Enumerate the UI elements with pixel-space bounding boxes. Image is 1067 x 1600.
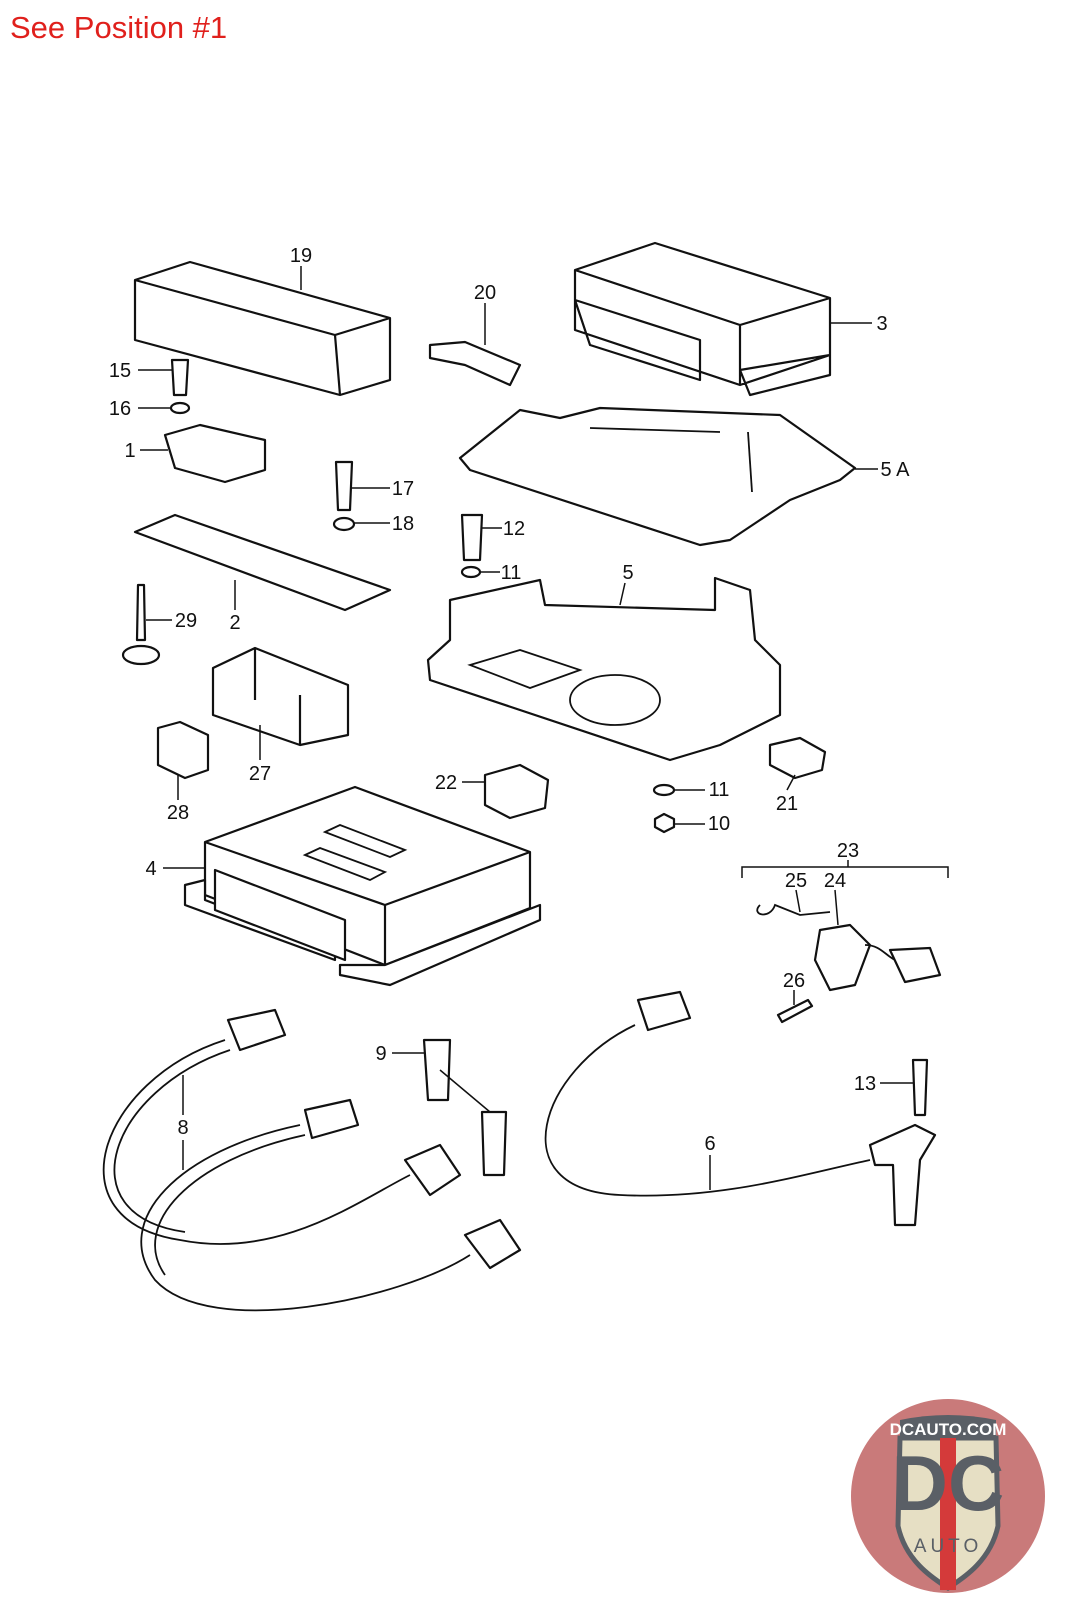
part-9-bolt-a [422, 1038, 452, 1102]
part-5a-plate [458, 406, 857, 547]
callout-11: 11 [501, 562, 522, 584]
callout-4: 4 [145, 858, 156, 880]
part-drawings [102, 241, 949, 1312]
part-15-screw [170, 358, 190, 397]
part-6-connector [636, 990, 692, 1032]
part-13-screw [911, 1058, 929, 1117]
part-1-module [163, 423, 267, 484]
part-29-pin [135, 583, 147, 642]
callout-1: 1 [124, 440, 135, 462]
callout-19: 19 [290, 245, 312, 267]
part-22-sensor [483, 763, 550, 820]
callout-labels: 19 20 3 15 16 1 17 18 5 A 12 11 5 29 2 27 28 22 11 10 21 4 23… [109, 245, 910, 1155]
part-8-connector-a [226, 1008, 287, 1052]
callout-17: 17 [392, 478, 414, 500]
part-25-spring [756, 903, 831, 916]
page-title: See Position #1 [10, 10, 228, 45]
callout-10: 10 [708, 813, 730, 835]
part-6-speed-sensor [868, 1123, 937, 1227]
part-5-bracket [426, 576, 782, 762]
dcauto-logo: DCAUTO.COM DC AUTO [851, 1399, 1045, 1593]
part-11-washer [460, 565, 482, 579]
part-8-knock-sensor-a [403, 1143, 462, 1197]
callout-22: 22 [435, 772, 457, 794]
part-26-screw [776, 998, 814, 1024]
callout-3: 3 [876, 313, 887, 335]
svg-text:DCAUTO.COM: DCAUTO.COM [890, 1420, 1007, 1439]
callout-5: 5 [622, 562, 633, 584]
callout-27: 27 [249, 763, 271, 785]
svg-text:DC: DC [892, 1439, 1005, 1527]
callout-21: 21 [776, 793, 798, 815]
part-20-tube [428, 340, 522, 387]
callout-8: 8 [177, 1117, 188, 1139]
callout-15: 15 [109, 360, 131, 382]
callout-20: 20 [474, 282, 496, 304]
callout-26: 26 [783, 970, 805, 992]
callout-12: 12 [503, 518, 525, 540]
callout-25: 25 [785, 870, 807, 892]
callout-9: 9 [375, 1043, 386, 1065]
callout-28: 28 [167, 802, 189, 824]
part-29-base [121, 644, 161, 666]
part-24-sensor [813, 923, 872, 992]
part-17-screw [334, 460, 354, 512]
callout-2: 2 [229, 612, 240, 634]
callout-6: 6 [704, 1133, 715, 1155]
part-9-bolt-b [480, 1110, 508, 1177]
part-11-washer-lower [652, 783, 676, 797]
part-16-washer [169, 401, 191, 415]
callout-18: 18 [392, 513, 414, 535]
leader-lines [138, 266, 913, 1190]
callout-5a: 5 A [881, 459, 911, 481]
part-12-bolt [460, 513, 484, 562]
callout-23: 23 [837, 840, 859, 862]
part-8-knock-sensor-b [463, 1218, 522, 1270]
part-27-relay-box [211, 646, 350, 747]
part-21-connector [768, 736, 827, 780]
part-3-control-unit [573, 241, 832, 397]
callout-13: 13 [854, 1073, 876, 1095]
part-8-connector-b [303, 1098, 360, 1140]
part-10-nut [653, 812, 676, 834]
part-2-strip [133, 513, 392, 612]
part-18-washer [332, 516, 356, 532]
callout-11: 11 [709, 779, 730, 801]
callout-29: 29 [175, 610, 197, 632]
callout-24: 24 [824, 870, 846, 892]
part-19-cover [133, 260, 392, 397]
part-28-relay [156, 720, 210, 780]
callout-16: 16 [109, 398, 131, 420]
svg-text:AUTO: AUTO [914, 1536, 982, 1557]
